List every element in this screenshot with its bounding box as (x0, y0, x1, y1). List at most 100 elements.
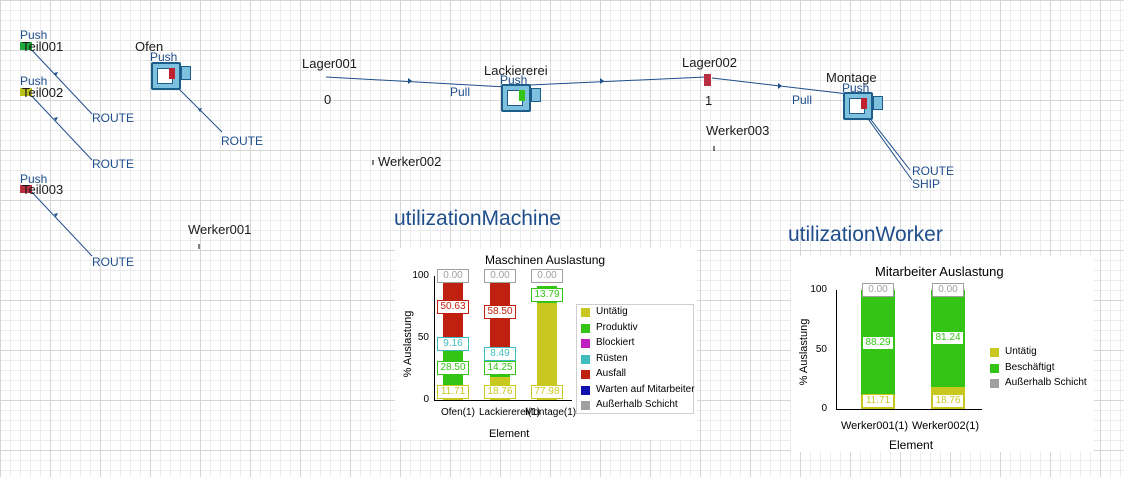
legend-label: Untätig (596, 306, 628, 317)
machine-xtick-ofen: Ofen(1) (441, 407, 475, 418)
machine-icon-ofen[interactable] (151, 62, 181, 90)
source-name-teil001[interactable]: Teil001 (22, 39, 64, 54)
data-label: 81.24 (932, 331, 964, 346)
data-label: 0.00 (862, 283, 894, 297)
legend-item: Außerhalb Schicht (986, 376, 1090, 392)
data-label: 13.79 (531, 287, 563, 302)
data-label: 50.63 (437, 300, 469, 315)
legend-label: Ausfall (596, 368, 627, 379)
storage-count-lager001: 0 (324, 92, 332, 107)
lackiererei-queue-icon (531, 88, 541, 102)
machine-name-ofen: Ofen (135, 39, 164, 54)
part-icon-teil002[interactable] (20, 88, 32, 96)
part-icon-teil001[interactable] (20, 42, 32, 50)
source-push-label-1: Push (20, 28, 48, 42)
legend-label: Produktiv (596, 321, 638, 333)
machine-ytick-100: 100 (412, 270, 429, 281)
legend-swatch (581, 323, 590, 333)
legend-item: Untätig (986, 345, 1090, 361)
machine-icon-montage[interactable] (843, 92, 873, 120)
route-line-teil003 (27, 187, 93, 257)
machine-name-lackiererei: Lackiererei (484, 63, 548, 78)
worker-xtick-werker001: Werker001(1) (841, 420, 909, 432)
legend-swatch (990, 348, 999, 357)
worker-x-axis (836, 409, 982, 410)
route-label-montage: ROUTE (912, 164, 954, 178)
worker-chart-title: Mitarbeiter Auslastung (875, 264, 1004, 279)
machine-name-montage: Montage (826, 70, 877, 85)
data-label: 0.00 (484, 269, 516, 283)
source-push-label-2: Push (20, 74, 48, 88)
machine-utilization-chart[interactable]: Maschinen Auslastung % Auslastung 100 50… (395, 248, 697, 440)
ship-label-montage: SHIP (912, 177, 941, 191)
utilization-machine-label[interactable]: utilizationMachine (394, 207, 561, 230)
data-label: 77.98 (531, 385, 563, 399)
machine-ytick-50: 50 (417, 332, 429, 343)
data-label: 11.71 (437, 385, 469, 399)
legend-swatch (990, 379, 999, 388)
machine-y-axis (434, 276, 435, 400)
route-label-teil001: ROUTE (92, 111, 134, 125)
route-line-montage (867, 115, 911, 171)
machine-chart-title: Maschinen Auslastung (485, 253, 606, 267)
route-label-ofen: ROUTE (221, 134, 263, 148)
data-label: 9.16 (437, 337, 469, 352)
data-label: 28.50 (437, 360, 469, 375)
ofen-queue-icon (181, 66, 191, 80)
legend-label: Untätig (1005, 346, 1037, 357)
utilization-worker-label[interactable]: utilizationWorker (788, 223, 943, 246)
lackiererei-push-label: Push (500, 73, 528, 87)
legend-label: Blockiert (596, 337, 635, 348)
worker-ytick-50: 50 (815, 344, 827, 355)
storage-icon-lager002[interactable] (704, 74, 711, 86)
worker-xtick-werker002: Werker002(1) (912, 420, 980, 432)
legend-swatch (581, 385, 590, 395)
legend-label: Warten auf Mitarbeiter (596, 383, 695, 395)
machine-ytick-0: 0 (423, 394, 429, 405)
route-line-teil001 (27, 45, 93, 115)
worker-name-werker001[interactable]: Werker001 (188, 222, 252, 237)
legend-swatch (581, 339, 590, 348)
machine-xtick-lackiererei: Lackiererei(1) (479, 407, 541, 418)
legend-label: Rüsten (596, 352, 628, 364)
legend-item: Beschäftigt (986, 361, 1090, 377)
storage-name-lager002: Lager002 (682, 55, 737, 70)
source-name-teil002[interactable]: Teil002 (22, 85, 64, 100)
data-label: 0.00 (437, 269, 469, 283)
machine-icon-lackiererei[interactable] (501, 84, 531, 112)
part-icon-teil003[interactable] (20, 185, 32, 193)
legend-item: Warten auf Mitarbeiter (577, 383, 695, 399)
route-label-teil002: ROUTE (92, 157, 134, 171)
montage-push-label: Push (842, 81, 870, 95)
worker-y-axis (836, 290, 837, 409)
pull-line-lackiererei (325, 76, 507, 88)
worker-ytick-100: 100 (810, 284, 827, 295)
lackiererei-pull-label: Pull (450, 85, 471, 99)
worker-name-werker002[interactable]: Werker002 (378, 154, 442, 169)
legend-label: Außerhalb Schicht (596, 399, 678, 410)
worker-ytick-0: 0 (821, 403, 827, 414)
legend-swatch (581, 401, 590, 410)
data-label: 14.25 (484, 360, 516, 375)
data-label: 88.29 (862, 335, 894, 350)
montage-pull-label: Pull (792, 93, 813, 107)
legend-item: Ausfall (577, 367, 693, 383)
data-label: 58.50 (484, 305, 516, 320)
legend-label: Außerhalb Schicht (1005, 377, 1087, 388)
worker-name-werker003[interactable]: Werker003 (706, 123, 770, 138)
legend-swatch (581, 370, 590, 379)
machine-chart-xlabel: Element (489, 428, 530, 440)
source-name-teil003[interactable]: Teil003 (22, 182, 64, 197)
legend-swatch (581, 354, 590, 364)
bar-segment (537, 303, 557, 400)
route-label-teil003: ROUTE (92, 255, 134, 269)
worker-chart-xlabel: Element (889, 438, 934, 452)
worker-utilization-chart[interactable]: Mitarbeiter Auslastung % Auslastung 100 … (791, 256, 1094, 452)
legend-item: Untätig (577, 305, 693, 321)
ofen-push-label: Push (150, 50, 178, 64)
data-label: 18.76 (932, 394, 964, 408)
data-label: 0.00 (531, 269, 563, 283)
